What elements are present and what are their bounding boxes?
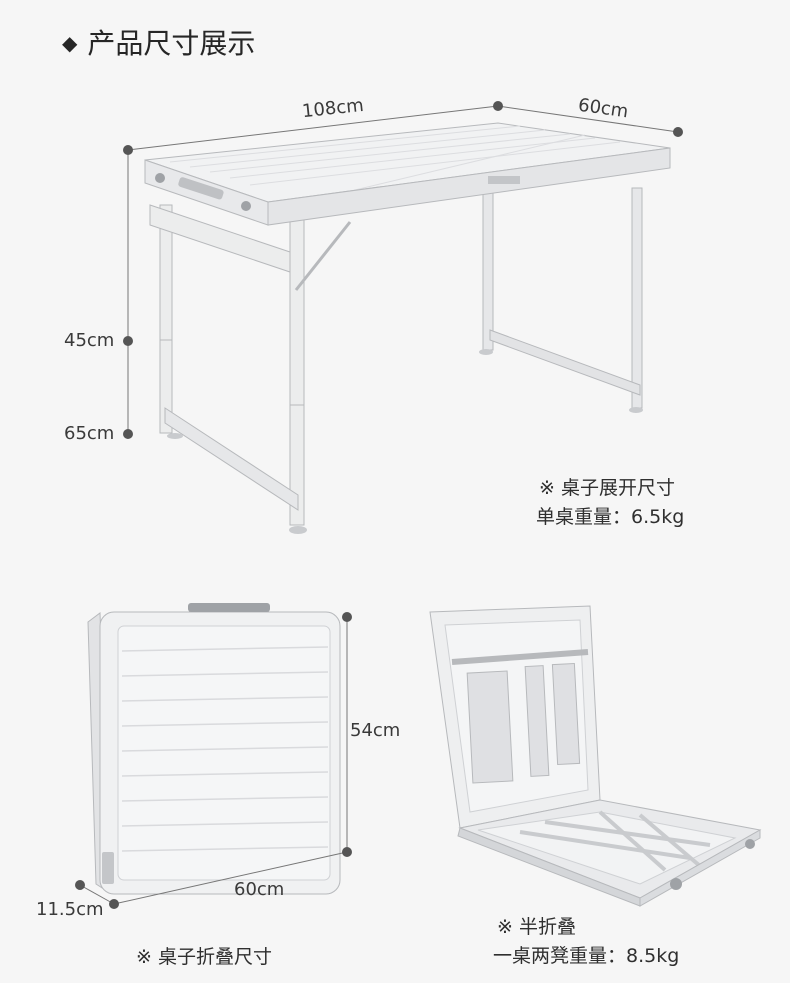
half-folded-table-image [429, 605, 762, 907]
half-folded-note-title: ※ 半折叠 [497, 916, 576, 938]
folded-table-image [87, 603, 341, 895]
half-folded-note-weight: 一桌两凳重量：8.5kg [493, 945, 680, 967]
page-title: ◆ 产品尺寸展示 [62, 22, 255, 62]
unfolded-table-image [144, 122, 671, 534]
page-title-text: 产品尺寸展示 [87, 27, 256, 60]
dim-height-high-label: 65cm [64, 423, 115, 444]
folded-dim-width-label: 60cm [234, 879, 285, 900]
unfolded-note-title: ※ 桌子展开尺寸 [539, 477, 675, 499]
folded-dimension-lines [75, 612, 352, 909]
folded-dim-height-label: 54cm [350, 720, 401, 741]
diamond-icon: ◆ [62, 31, 78, 55]
folded-dim-depth-label: 11.5cm [36, 899, 104, 920]
folded-note-title: ※ 桌子折叠尺寸 [136, 946, 272, 968]
unfolded-note-weight: 单桌重量：6.5kg [536, 506, 685, 528]
unfolded-dimension-lines [123, 101, 683, 439]
dim-height-low-label: 45cm [64, 330, 115, 351]
